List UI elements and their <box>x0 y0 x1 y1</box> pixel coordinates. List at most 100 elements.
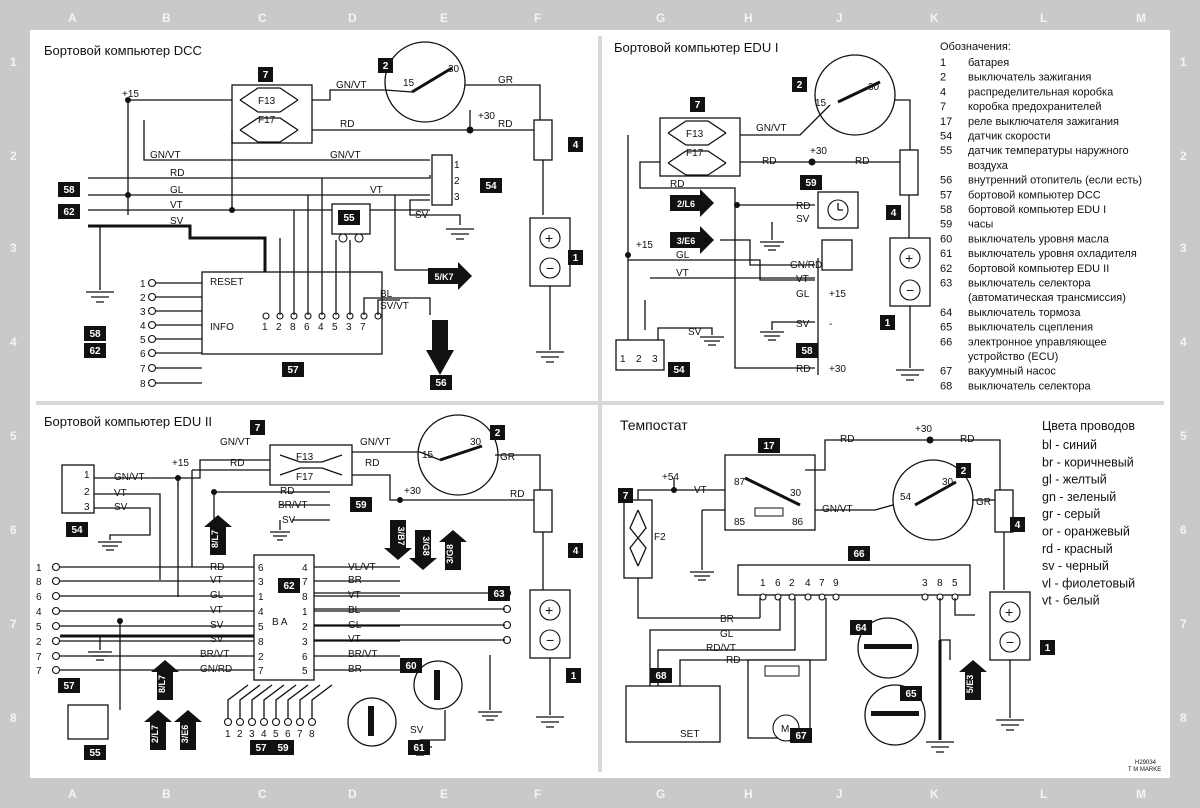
svg-text:VT: VT <box>210 605 223 616</box>
svg-text:54: 54 <box>673 365 685 376</box>
component-badge-65: 65 <box>900 686 922 701</box>
svg-text:8: 8 <box>937 578 943 589</box>
svg-text:62: 62 <box>63 207 75 218</box>
drawing-credit-author: T M MARKE <box>1128 767 1161 773</box>
svg-text:2: 2 <box>495 428 501 439</box>
frame-letter-bottom-J: J <box>836 787 843 801</box>
frame-letter-bottom-K: K <box>930 787 939 801</box>
component-badge-56: 56 <box>430 375 452 390</box>
frame-letter-M: M <box>1136 11 1146 25</box>
legend-item-number: 56 <box>940 175 952 187</box>
svg-text:30: 30 <box>790 488 802 499</box>
svg-text:59: 59 <box>355 500 367 511</box>
component-badge-2: 2 <box>378 58 393 73</box>
frame-number-1: 1 <box>10 55 17 69</box>
wire-labels: GN/VT GR RD +30 RD +15 GN/VT GN/VT RD GL… <box>114 75 991 736</box>
panel-title-dcc: Бортовой компьютер DCC <box>44 43 202 58</box>
legend-item-text: вакуумный насос <box>968 366 1056 378</box>
frame-letter-bottom-L: L <box>1040 787 1047 801</box>
component-badge-59: 59 <box>272 740 294 755</box>
svg-text:4: 4 <box>891 208 897 219</box>
legend-item-text: коробка предохранителей <box>968 101 1101 113</box>
component-badge-58: 58 <box>796 343 818 358</box>
frame-letter-F: F <box>534 11 541 25</box>
legend-item-number: 4 <box>940 86 946 98</box>
legend-item-text: выключатель зажигания <box>968 72 1091 84</box>
svg-text:BR/VT: BR/VT <box>348 649 377 660</box>
svg-text:7: 7 <box>140 364 146 375</box>
svg-text:1: 1 <box>140 279 146 290</box>
svg-text:GL: GL <box>170 185 184 196</box>
frame-letter-bottom-H: H <box>744 787 753 801</box>
legend-item-number: 65 <box>940 322 952 334</box>
reference-arrow-e3: 5/E3 <box>959 660 987 700</box>
svg-text:7: 7 <box>302 577 308 588</box>
legend-item-number: 2 <box>940 72 946 84</box>
svg-text:62: 62 <box>89 346 101 357</box>
svg-text:VT: VT <box>348 590 361 601</box>
legend-item-text: выключатель селектора <box>968 278 1091 290</box>
component-badge-58: 58 <box>58 182 80 197</box>
component-badge-55: 55 <box>338 210 360 225</box>
svg-text:+30: +30 <box>478 111 495 122</box>
svg-text:3: 3 <box>346 322 352 333</box>
component-badge-4: 4 <box>568 543 583 558</box>
svg-text:64: 64 <box>855 623 867 634</box>
svg-text:3/G8: 3/G8 <box>421 536 431 556</box>
svg-text:2: 2 <box>961 466 967 477</box>
svg-text:1: 1 <box>571 671 577 682</box>
svg-text:1: 1 <box>760 578 766 589</box>
component-badge-68: 68 <box>650 668 672 683</box>
svg-text:7: 7 <box>360 322 366 333</box>
frame-letter-bottom-F: F <box>534 787 541 801</box>
component-badge-59: 59 <box>800 175 822 190</box>
svg-text:7: 7 <box>297 729 303 740</box>
legend-item-text: воздуха <box>968 160 1009 172</box>
edu2-fuse-box <box>269 444 353 486</box>
svg-text:−: − <box>1006 634 1014 650</box>
svg-text:+15: +15 <box>172 458 189 469</box>
svg-text:SV: SV <box>796 214 810 225</box>
svg-text:RD: RD <box>280 486 294 497</box>
wire-color-item: or - оранжевый <box>1042 525 1130 539</box>
svg-text:30: 30 <box>448 64 460 75</box>
legend-item-text: часы <box>968 219 993 231</box>
reference-arrow-l6: 2/L6 <box>670 189 714 217</box>
svg-text:8: 8 <box>302 592 308 603</box>
svg-text:60: 60 <box>405 661 417 672</box>
component-badge-61: 61 <box>408 740 430 755</box>
svg-text:GL: GL <box>210 590 224 601</box>
legend-item-text: электронное управляющее <box>968 336 1107 348</box>
reference-arrow-l7c: 2/L7 <box>144 710 172 750</box>
component-badge-58: 58 <box>84 326 106 341</box>
legend-item-text: (автоматическая трансмиссия) <box>968 292 1126 304</box>
reset-label: RESET <box>210 277 243 288</box>
svg-text:+15: +15 <box>636 240 653 251</box>
fuse-f17-symbol <box>239 117 299 143</box>
svg-text:RD: RD <box>796 201 810 212</box>
component-badge-54: 54 <box>480 178 502 193</box>
edu1-f17-label: F17 <box>686 148 704 159</box>
svg-text:GN/VT: GN/VT <box>822 504 853 515</box>
svg-text:5/E3: 5/E3 <box>965 675 975 694</box>
svg-text:4: 4 <box>805 578 811 589</box>
frame-number-right-2: 2 <box>1180 149 1187 163</box>
svg-text:RD: RD <box>210 562 224 573</box>
legend-item-number: 58 <box>940 204 952 216</box>
frame-number-3: 3 <box>10 241 17 255</box>
component-badge-4: 4 <box>1010 517 1025 532</box>
svg-text:GN/VT: GN/VT <box>336 80 367 91</box>
panel-title-edu2: Бортовой компьютер EDU II <box>44 414 212 429</box>
svg-text:30: 30 <box>942 477 954 488</box>
component-badge-4: 4 <box>886 205 901 220</box>
svg-text:8: 8 <box>140 379 146 390</box>
legend-item-text: распределительная коробка <box>968 86 1114 98</box>
svg-text:65: 65 <box>905 689 917 700</box>
svg-text:2: 2 <box>797 80 803 91</box>
svg-text:2: 2 <box>636 354 642 365</box>
svg-text:68: 68 <box>655 671 667 682</box>
legend-item-number: 61 <box>940 248 952 260</box>
